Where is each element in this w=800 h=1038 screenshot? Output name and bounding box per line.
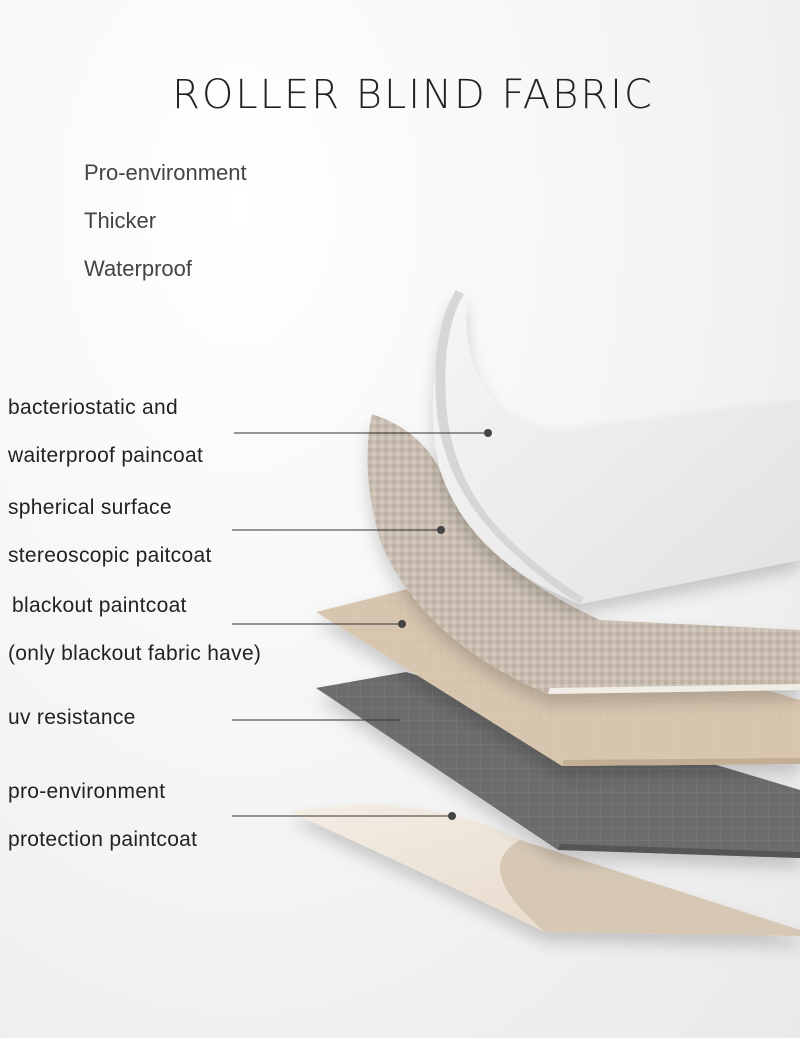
page-title: ROLLER BLIND FABRIC [172, 72, 654, 118]
leader-lines [232, 429, 492, 820]
layer-uv [316, 672, 800, 858]
layer-label-1b: waiterproof paincoat [8, 444, 204, 467]
layer-bacteriostatic [432, 290, 800, 604]
layer-label-3b: (only blackout fabric have) [8, 642, 262, 665]
layer-label-4a: uv resistance [8, 706, 136, 729]
feature-thicker: Thicker [84, 208, 157, 233]
layer-label-2b: stereoscopic paitcoat [8, 544, 212, 567]
layer-label-5b: protection paintcoat [8, 828, 198, 851]
feature-waterproof: Waterproof [84, 256, 193, 281]
layer-label-2a: spherical surface [8, 496, 172, 519]
layer-spherical [367, 414, 800, 694]
layer-label-1a: bacteriostatic and [8, 396, 178, 419]
feature-pro-environment: Pro-environment [84, 160, 247, 185]
layer-label-5a: pro-environment [8, 780, 166, 803]
layer-label-3a: blackout paintcoat [12, 594, 187, 617]
layer-protection [290, 805, 800, 936]
